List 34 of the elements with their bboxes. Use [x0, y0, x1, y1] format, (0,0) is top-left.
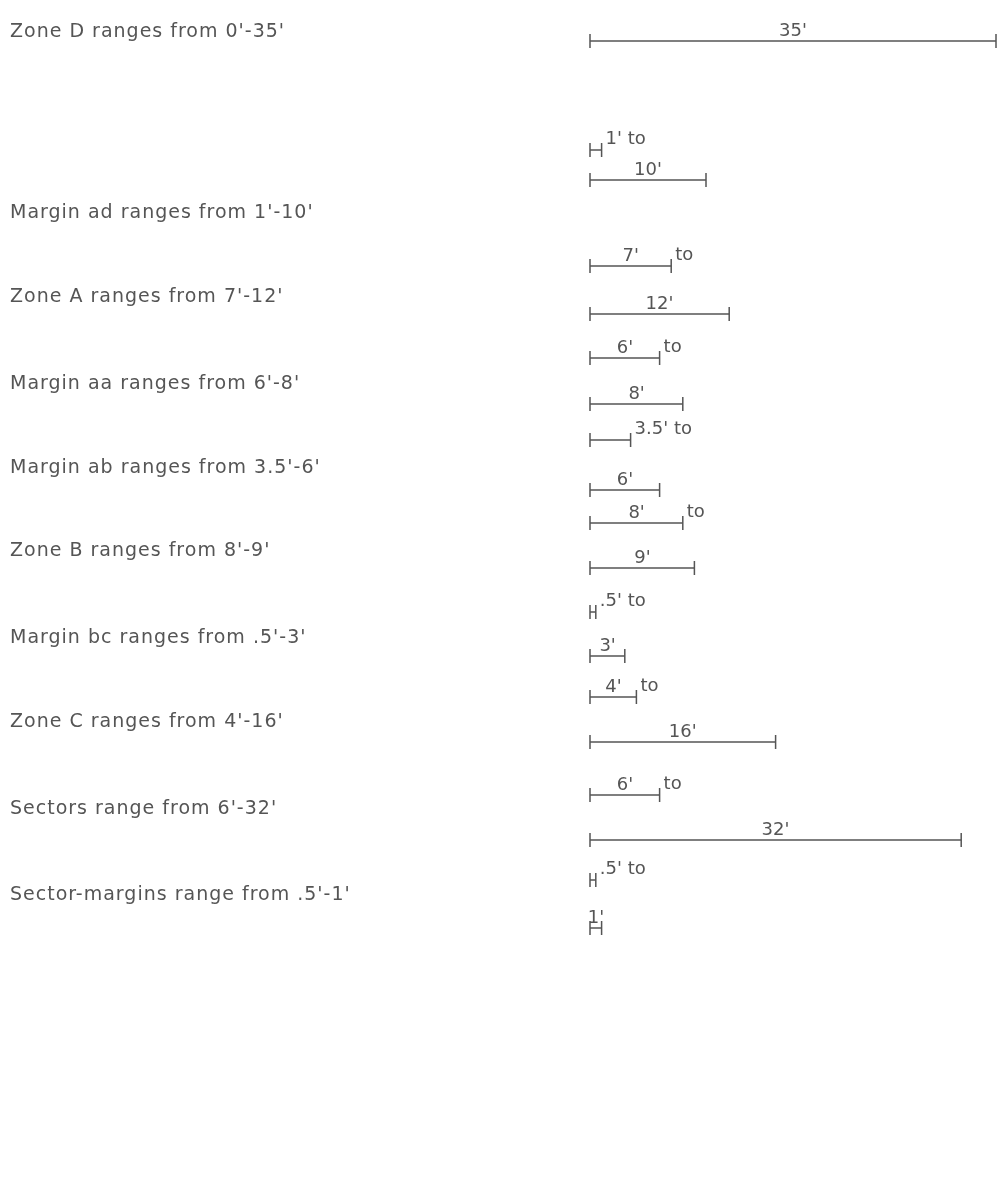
range-description: Zone D ranges from 0'-35' [10, 19, 286, 41]
range-description: Margin aa ranges from 6'-8' [10, 371, 301, 393]
dimension-value: 7' [622, 245, 639, 265]
dimension-value: 16' [668, 721, 697, 741]
dimension-value: to [686, 501, 705, 521]
dimension-value: 35' [779, 20, 807, 40]
dimension-value: 6' [616, 337, 634, 357]
dimension-value: 1' [587, 907, 605, 927]
dimension-value: .5' to [599, 858, 646, 878]
dimension-value: 1' to [605, 128, 646, 148]
range-description: Margin bc ranges from .5'-3' [10, 625, 307, 647]
range-description: Margin ad ranges from 1'-10' [10, 200, 314, 222]
dimension-value: 32' [761, 819, 790, 839]
dimension-value: 6' [616, 774, 634, 794]
dimension-value: 9' [634, 547, 651, 567]
dimension-value: 3.5' to [634, 418, 692, 438]
dimension-value: to [675, 244, 694, 264]
dimension-value: 6' [616, 469, 634, 489]
dimension-value: 3' [599, 635, 616, 655]
range-description: Sectors range from 6'-32' [10, 796, 278, 818]
dimension-value: .5' to [599, 590, 646, 610]
dimension-value: to [663, 336, 682, 356]
range-description: Zone C ranges from 4'-16' [10, 709, 284, 731]
dimension-value: 10' [634, 159, 662, 179]
dimension-value: 12' [645, 293, 674, 313]
range-description: Zone B ranges from 8'-9' [10, 538, 271, 560]
dimension-value: 8' [628, 502, 645, 522]
range-description: Zone A ranges from 7'-12' [10, 284, 284, 306]
dimension-value: 4' [605, 676, 622, 696]
dimension-value: to [640, 675, 659, 695]
dimension-value: to [663, 773, 682, 793]
dimension-value: 8' [628, 383, 645, 403]
range-description: Margin ab ranges from 3.5'-6' [10, 455, 321, 477]
range-description: Sector-margins range from .5'-1' [10, 882, 351, 904]
